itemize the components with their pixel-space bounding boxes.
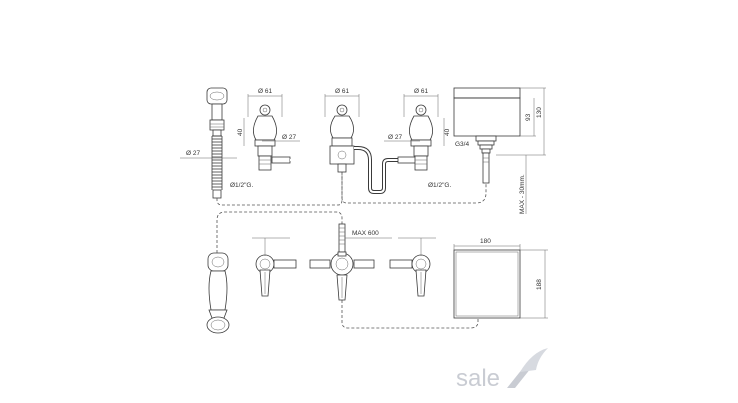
right-valve-bottom xyxy=(389,254,431,297)
left-valve-thread-label: Ø1/2"G. xyxy=(230,182,253,189)
left-connector-pipe xyxy=(271,147,330,193)
watermark-text: sale xyxy=(456,365,500,392)
spout-width-label: 180 xyxy=(480,238,491,245)
right-valve-height-label: 40 xyxy=(444,128,451,136)
right-valve-top xyxy=(409,104,433,171)
center-valve-bottom xyxy=(309,251,375,301)
sale-watermark: sale xyxy=(456,348,548,392)
right-valve-nut-label: Ø 27 xyxy=(388,134,402,141)
watermark-bird-icon xyxy=(507,348,548,388)
right-connector-pipe xyxy=(354,146,417,194)
center-valve-top xyxy=(329,104,355,173)
spout-thread-label: G3/4 xyxy=(455,141,469,148)
left-valve-height-label: 40 xyxy=(237,128,244,136)
left-valve-top xyxy=(253,104,277,171)
bottom-view: MAX 600 xyxy=(206,211,548,334)
spout-inner-height-label: 93 xyxy=(525,113,532,121)
spout-height-label: 188 xyxy=(536,279,543,290)
hose-length-label: MAX 600 xyxy=(352,230,379,237)
left-valve-nut-label: Ø 27 xyxy=(282,134,296,141)
top-view: Ø 27 Ø 61 40 Ø 27 Ø1/2"G. xyxy=(180,87,546,214)
left-valve-diameter-label: Ø 61 xyxy=(258,88,272,95)
spout-max-depth-label: MAX - 30mm. xyxy=(519,174,526,214)
spout-total-height-label: 130 xyxy=(536,107,543,118)
spout-top xyxy=(453,87,521,184)
handshower-top xyxy=(206,87,228,199)
handshower-nut-label: Ø 27 xyxy=(186,150,200,157)
right-valve-diameter-label: Ø 61 xyxy=(414,88,428,95)
right-valve-thread-label: Ø1/2"G. xyxy=(428,182,451,189)
hose-coil xyxy=(211,135,223,190)
left-valve-bottom xyxy=(255,254,297,297)
spout-bottom xyxy=(453,249,521,319)
handshower-bottom xyxy=(206,252,230,334)
center-valve-diameter-label: Ø 61 xyxy=(335,88,349,95)
